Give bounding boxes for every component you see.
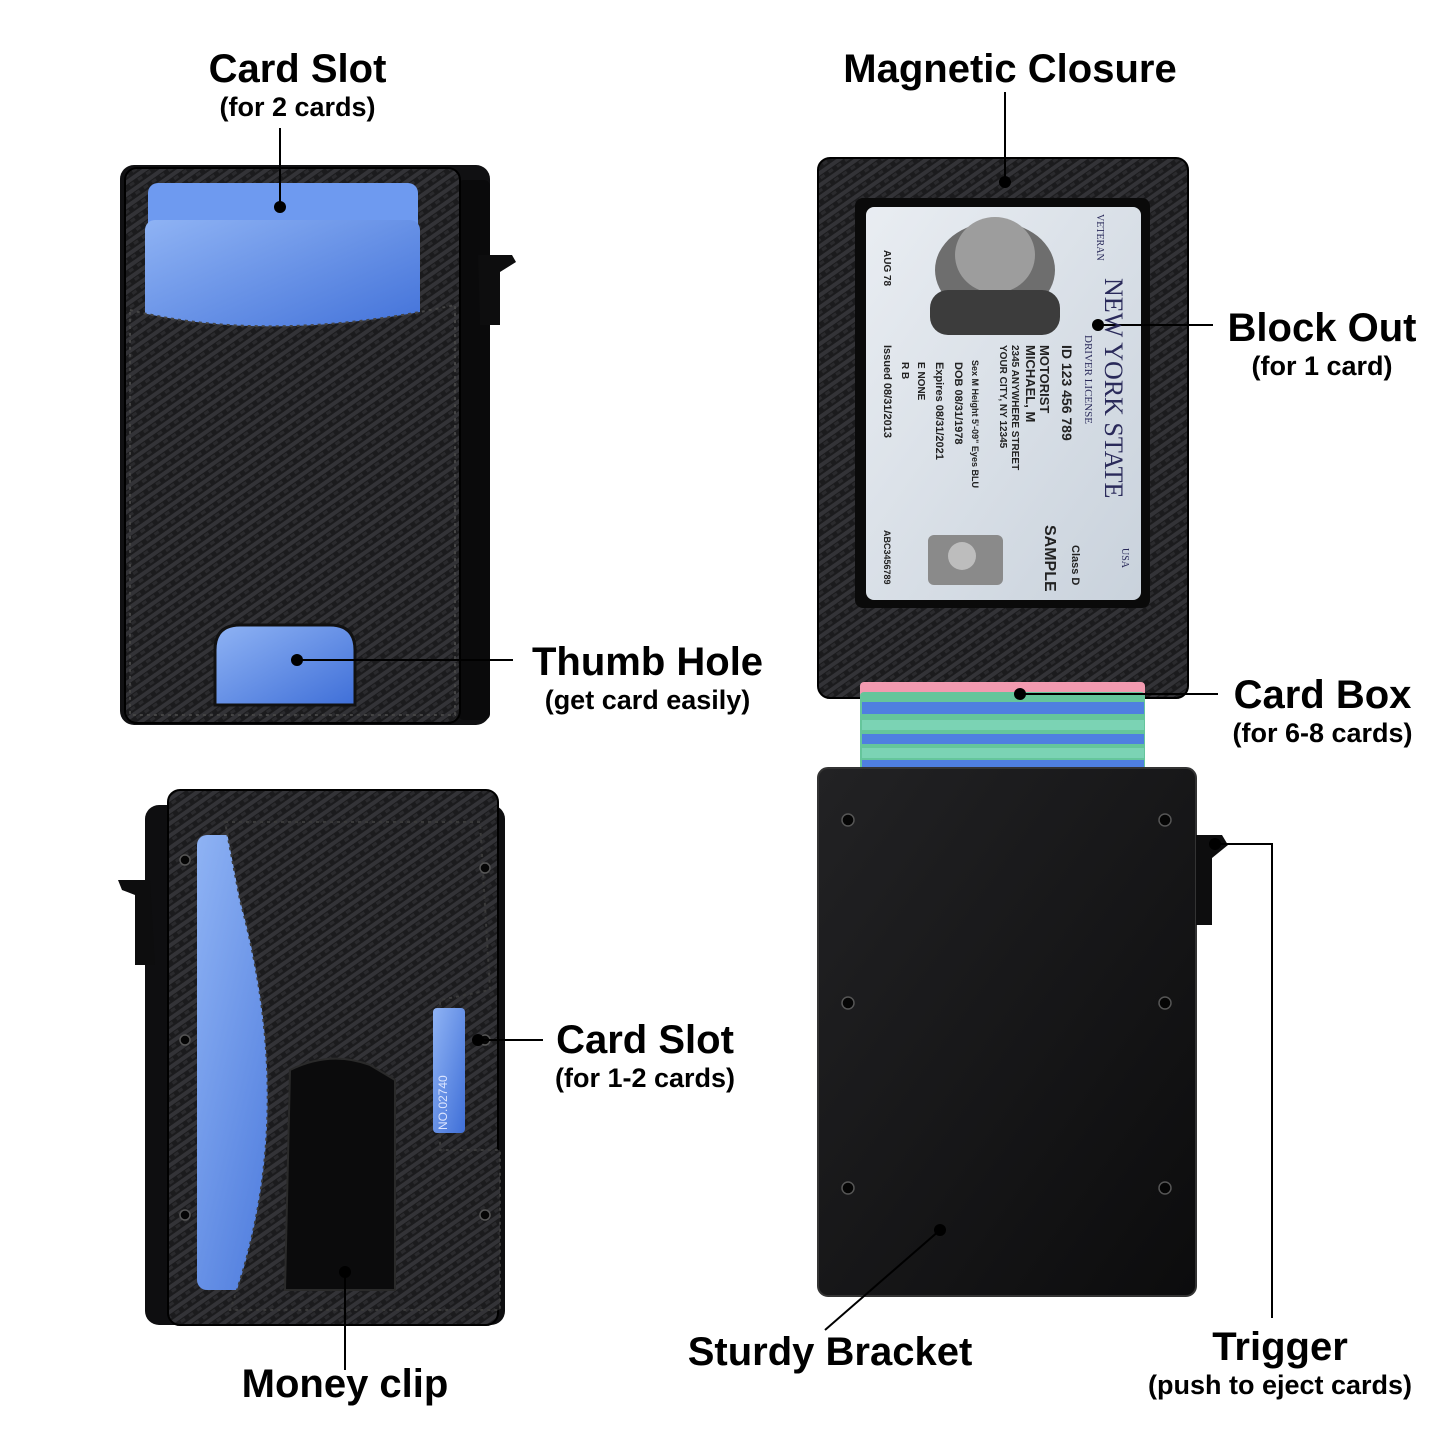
clip-card-number: NO.02740	[436, 1075, 450, 1130]
id-sample: SAMPLE	[1041, 525, 1058, 592]
callout-note: (for 6-8 cards)	[1232, 718, 1413, 748]
id-restriction: R B	[899, 362, 910, 379]
callout-title: Trigger	[1212, 1325, 1348, 1369]
callout-note: (get card easily)	[544, 685, 751, 715]
callout-magnetic-closure: Magnetic Closure	[810, 47, 1210, 91]
id-endorsement: E NONE	[915, 362, 926, 401]
callout-title: Card Slot	[208, 47, 387, 91]
id-address-1: 2345 ANYWHERE STREET	[1009, 345, 1020, 470]
card-front	[145, 220, 420, 340]
id-first-name: MICHAEL, M	[1023, 345, 1038, 422]
callout-note: (push to eject cards)	[1147, 1370, 1413, 1400]
callout-thumb-hole: Thumb Hole (get card easily)	[515, 640, 780, 716]
callout-title: Block Out	[1227, 306, 1417, 350]
id-sex-height: Sex M Height 5'-09" Eyes BLU	[970, 360, 980, 488]
id-class: Class D	[1069, 545, 1081, 585]
callout-block-out: Block Out (for 1 card)	[1212, 306, 1432, 382]
callout-card-slot-back: Card Slot (for 1-2 cards)	[530, 1018, 760, 1094]
id-dob: DOB 08/31/1978	[952, 362, 964, 445]
callout-card-slot-front: Card Slot (for 2 cards)	[160, 47, 435, 123]
leader-dots	[274, 176, 1221, 1278]
id-veteran: VETERAN	[1094, 214, 1105, 261]
thumb-hole-window	[213, 623, 357, 707]
id-card-text: NEW YORK STATE DRIVER LICENSE USA VETERA…	[1082, 214, 1130, 569]
id-address-2: YOUR CITY, NY 12345	[997, 345, 1008, 449]
trigger-part-back	[118, 880, 155, 965]
callout-note: (for 1 card)	[1251, 351, 1393, 381]
callout-sturdy-bracket: Sturdy Bracket	[665, 1330, 995, 1374]
callout-note: (for 1-2 cards)	[554, 1063, 736, 1093]
metal-bracket	[817, 767, 1197, 1297]
open-wallet	[817, 157, 1228, 1297]
callout-title: Magnetic Closure	[843, 47, 1177, 91]
callout-trigger: Trigger (push to eject cards)	[1125, 1325, 1435, 1401]
callout-title: Sturdy Bracket	[687, 1330, 973, 1374]
id-doc-number: ABC3456789	[882, 530, 892, 585]
trigger-part	[478, 255, 516, 325]
id-issued: Issued 08/31/2013	[881, 345, 893, 438]
trigger-lever	[1196, 835, 1228, 925]
callout-title: Money clip	[241, 1362, 449, 1406]
callout-note: (for 2 cards)	[219, 92, 376, 122]
id-expires: Expires 08/31/2021	[933, 362, 945, 460]
id-birth: AUG 78	[881, 250, 892, 287]
callout-title: Thumb Hole	[531, 640, 764, 684]
callout-money-clip: Money clip	[215, 1362, 475, 1406]
id-state: NEW YORK STATE	[1099, 278, 1128, 498]
small-card-window	[433, 1008, 465, 1133]
leader-lines	[279, 92, 1273, 1370]
id-usa: USA	[1119, 548, 1130, 569]
id-number: ID 123 456 789	[1059, 345, 1075, 441]
id-type: DRIVER LICENSE	[1082, 335, 1094, 424]
callout-title: Card Slot	[556, 1018, 734, 1062]
callout-title: Card Box	[1233, 673, 1412, 717]
callout-card-box: Card Box (for 6-8 cards)	[1215, 673, 1430, 749]
money-clip-shape	[283, 1057, 396, 1291]
front-wallet	[120, 165, 516, 725]
card-stack	[860, 682, 1145, 772]
back-wallet	[118, 789, 505, 1326]
id-last-name: MOTORIST	[1037, 345, 1052, 413]
id-card-fields: ID 123 456 789 MOTORIST MICHAEL, M 2345 …	[881, 250, 1081, 592]
